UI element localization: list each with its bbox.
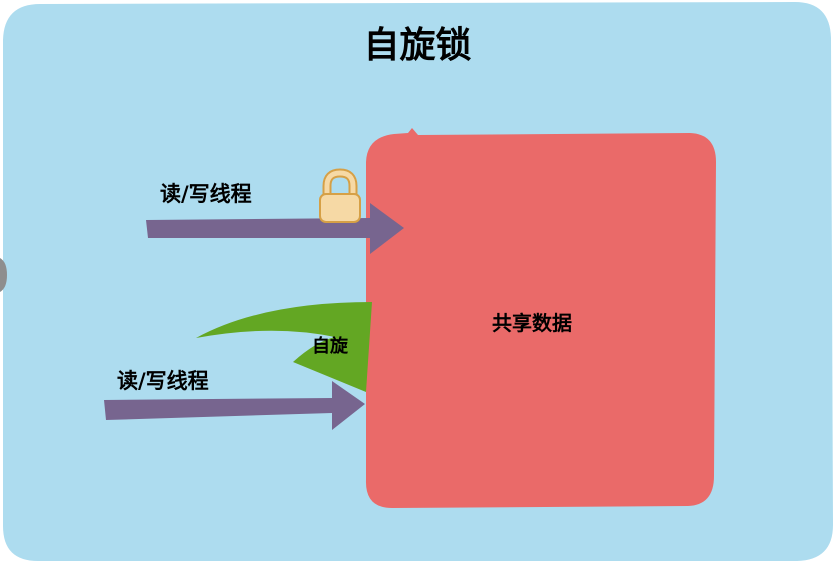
thread-label-2: 读/写线程 bbox=[117, 369, 209, 393]
spin-arrow bbox=[196, 302, 372, 392]
shared-data-label: 共享数据 bbox=[492, 311, 572, 335]
thread-arrow-1 bbox=[146, 203, 404, 254]
edge-tab bbox=[0, 258, 7, 292]
thread-arrow-2 bbox=[104, 381, 365, 430]
diagram-title: 自旋锁 bbox=[363, 25, 472, 66]
thread-label-1: 读/写线程 bbox=[160, 182, 252, 206]
spin-label: 自旋 bbox=[312, 336, 348, 357]
shared-data-block bbox=[365, 128, 716, 508]
lock-icon bbox=[319, 168, 361, 223]
